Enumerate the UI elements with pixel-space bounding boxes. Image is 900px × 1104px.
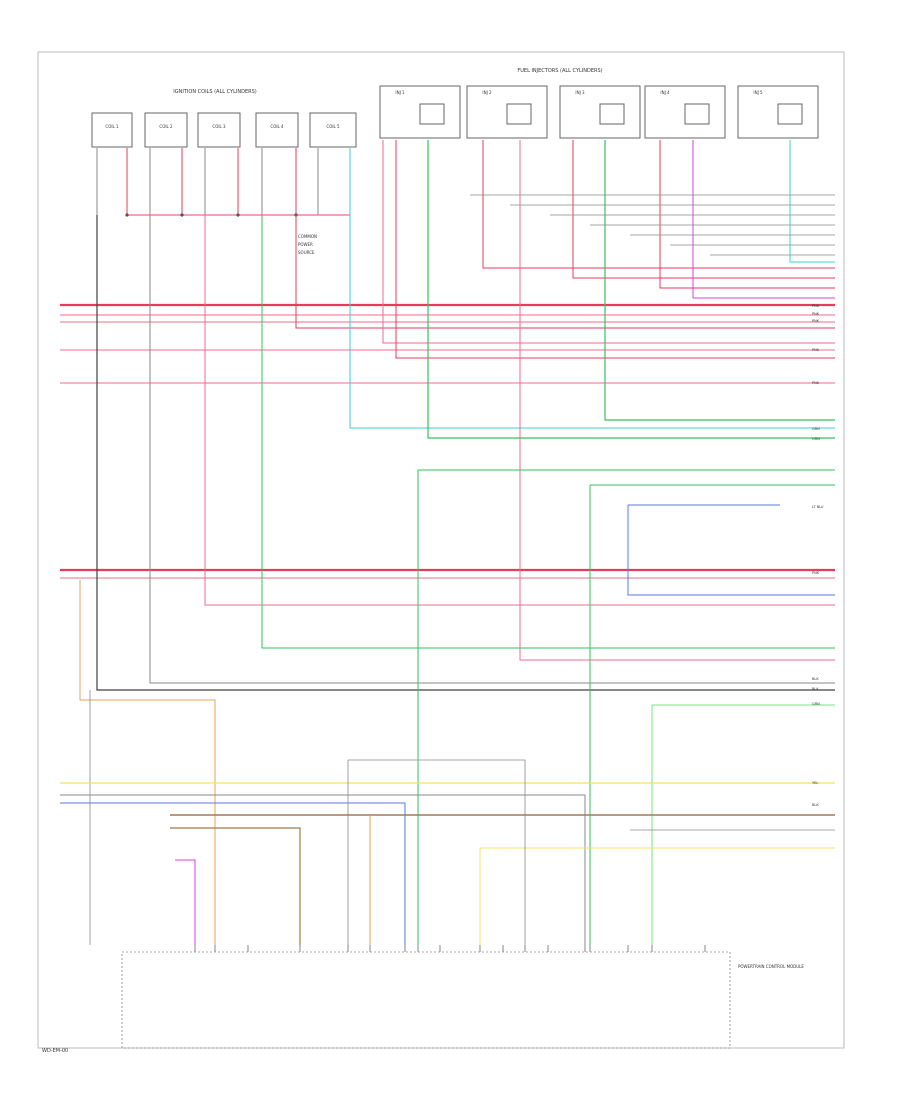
injector-2-label: INJ 2 [482,90,492,95]
injector-4-label: INJ 4 [660,90,670,95]
wire-53 [60,794,586,945]
coil-2: COIL 2 [144,112,188,148]
coil-3-label: COIL 3 [212,124,226,129]
injector-5: INJ 5 [737,85,819,139]
coil-3: COIL 3 [197,112,241,148]
coil-4-label: COIL 4 [270,124,284,129]
wire-31 [604,140,835,421]
wire-27 [427,140,835,439]
splice-dot [125,213,129,217]
coil-5: COIL 5 [309,112,357,148]
injector-2: INJ 2 [466,85,548,139]
pcm-box: POWERTRAIN CONTROL MODULE [121,951,804,1049]
wire-25 [382,140,835,344]
wire-21 [204,215,835,606]
wire-19 [96,215,835,691]
right-label-7: GRN [812,427,820,431]
right-label-11: GRN [812,702,820,706]
wire-28 [482,140,835,269]
wire-20 [149,215,835,684]
right-label-9: LT BLU [812,505,824,509]
wire-29 [519,140,835,661]
coil-1: COIL 1 [91,112,133,148]
injector-5-label: INJ 5 [753,90,763,95]
wire-22 [261,215,835,649]
splice-dot [236,213,240,217]
injector-group-title: FUEL INJECTORS (ALL CYLINDERS) [517,68,602,74]
wire-30 [572,140,835,279]
wire-34 [789,140,835,263]
mid-note-1: COMMON [298,234,317,239]
wire-62 [348,759,526,945]
diagram-frame [37,51,845,1049]
right-label-8: GRN [812,437,820,441]
wire-33 [692,140,835,299]
wire-46 [627,505,835,596]
injector-3: INJ 3 [559,85,641,139]
right-label-1: PNK [812,304,820,308]
right-label-12: BLK [812,687,819,691]
right-label-14: BLK [812,803,819,807]
right-label-10: BLK [812,677,819,681]
wire-63 [175,859,196,945]
wire-24 [349,148,835,429]
coil-5-label: COIL 5 [326,124,340,129]
wire-50 [79,580,216,945]
injector-1: INJ 1 [379,85,461,139]
coil-1-label: COIL 1 [105,124,119,129]
right-label-4: PNK [812,348,820,352]
right-label-13: YEL [812,781,818,785]
wire-54 [60,802,406,945]
coil-group-title: IGNITION COILS (ALL CYLINDERS) [173,89,256,95]
diagram-code: WD-EM-00 [42,1048,68,1054]
injector-1-label: INJ 1 [395,90,405,95]
injector-4: INJ 4 [644,85,726,139]
coil-4: COIL 4 [255,112,299,148]
pcm-label: POWERTRAIN CONTROL MODULE [738,964,804,969]
coil-2-label: COIL 2 [159,124,173,129]
wire-23 [295,215,835,329]
mid-note-3: SOURCE [298,250,315,255]
right-label-2: PNK [812,312,820,316]
right-label-5: PNK [812,381,820,385]
wire-56 [170,827,301,945]
injector-3-label: INJ 3 [575,90,585,95]
right-label-3: PNK [812,319,820,323]
wires [60,140,835,952]
splice-dot [180,213,184,217]
wire-32 [659,140,835,289]
right-label-6: PNK [812,571,820,575]
mid-note-2: POWER [298,242,313,247]
wire-26 [395,140,835,359]
